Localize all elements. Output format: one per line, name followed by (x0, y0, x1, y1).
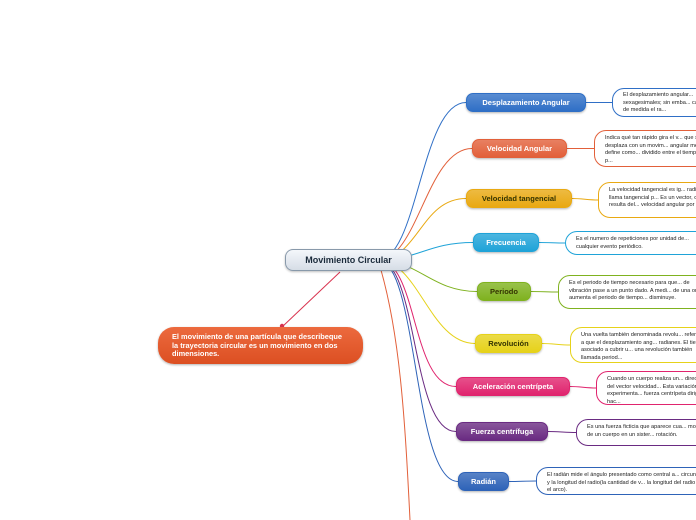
branch-connector (377, 102, 467, 261)
note-connector (541, 343, 571, 346)
desc-text: Es el periodo de tiempo necesario para q… (569, 280, 696, 302)
branch-connector (377, 259, 459, 482)
desc-aceleracion-centripeta[interactable]: Cuando un cuerpo realiza un... dirección… (596, 371, 696, 405)
topic-fuerza-centrifuga[interactable]: Fuerza centrífuga (456, 422, 548, 441)
topic-desplazamiento-angular[interactable]: Desplazamiento Angular (466, 93, 586, 112)
desc-text: Una vuelta también denominada revolu... … (581, 332, 696, 361)
desc-text: La velocidad tangencial es ig... radio. … (609, 187, 696, 209)
desc-text: El desplazamiento angular... sexagesimal… (623, 92, 696, 114)
desc-velocidad-tangencial[interactable]: La velocidad tangencial es ig... radio. … (598, 182, 696, 218)
desc-text: El radián mide el ángulo presentado como… (547, 472, 696, 494)
desc-desplazamiento-angular[interactable]: El desplazamiento angular... sexagesimal… (612, 88, 696, 117)
desc-periodo[interactable]: Es el periodo de tiempo necesario para q… (558, 275, 696, 309)
topic-revolucion[interactable]: Revolución (475, 334, 542, 353)
topic-aceleracion-centripeta[interactable]: Aceleración centrípeta (456, 377, 570, 396)
desc-text: Cuando un cuerpo realiza un... dirección… (607, 376, 696, 405)
branch-connector (377, 259, 457, 387)
topic-velocidad-angular[interactable]: Velocidad Angular (472, 139, 567, 158)
note-connector (508, 480, 537, 482)
desc-velocidad-angular[interactable]: Indica qué tan rápido gira el v... que s… (594, 130, 696, 167)
root-note[interactable]: El movimiento de una partícula que descr… (158, 327, 363, 364)
branch-connector (377, 259, 457, 432)
desc-radian[interactable]: El radián mide el ángulo presentado como… (536, 467, 696, 495)
note-connector (571, 198, 599, 201)
desc-text: Indica qué tan rápido gira el v... que s… (605, 135, 696, 164)
note-connector (547, 431, 577, 433)
root-connector (281, 271, 341, 328)
desc-text: Es el numero de repeticiones por unidad … (576, 236, 689, 250)
desc-revolucion[interactable]: Una vuelta también denominada revolu... … (570, 327, 696, 363)
note-connector (530, 291, 559, 293)
note-connector (538, 242, 566, 244)
branch-connector (377, 259, 411, 520)
topic-periodo[interactable]: Periodo (477, 282, 531, 301)
desc-text: Es una fuerza ficticia que aparece cua..… (587, 424, 696, 438)
topic-radian[interactable]: Radián (458, 472, 509, 491)
desc-fuerza-centrifuga[interactable]: Es una fuerza ficticia que aparece cua..… (576, 419, 696, 446)
desc-frecuencia[interactable]: Es el numero de repeticiones por unidad … (565, 231, 696, 255)
topic-frecuencia[interactable]: Frecuencia (473, 233, 539, 252)
central-topic[interactable]: Movimiento Circular (285, 249, 412, 271)
note-connector (569, 386, 597, 389)
topic-velocidad-tangencial[interactable]: Velocidad tangencial (466, 189, 572, 208)
